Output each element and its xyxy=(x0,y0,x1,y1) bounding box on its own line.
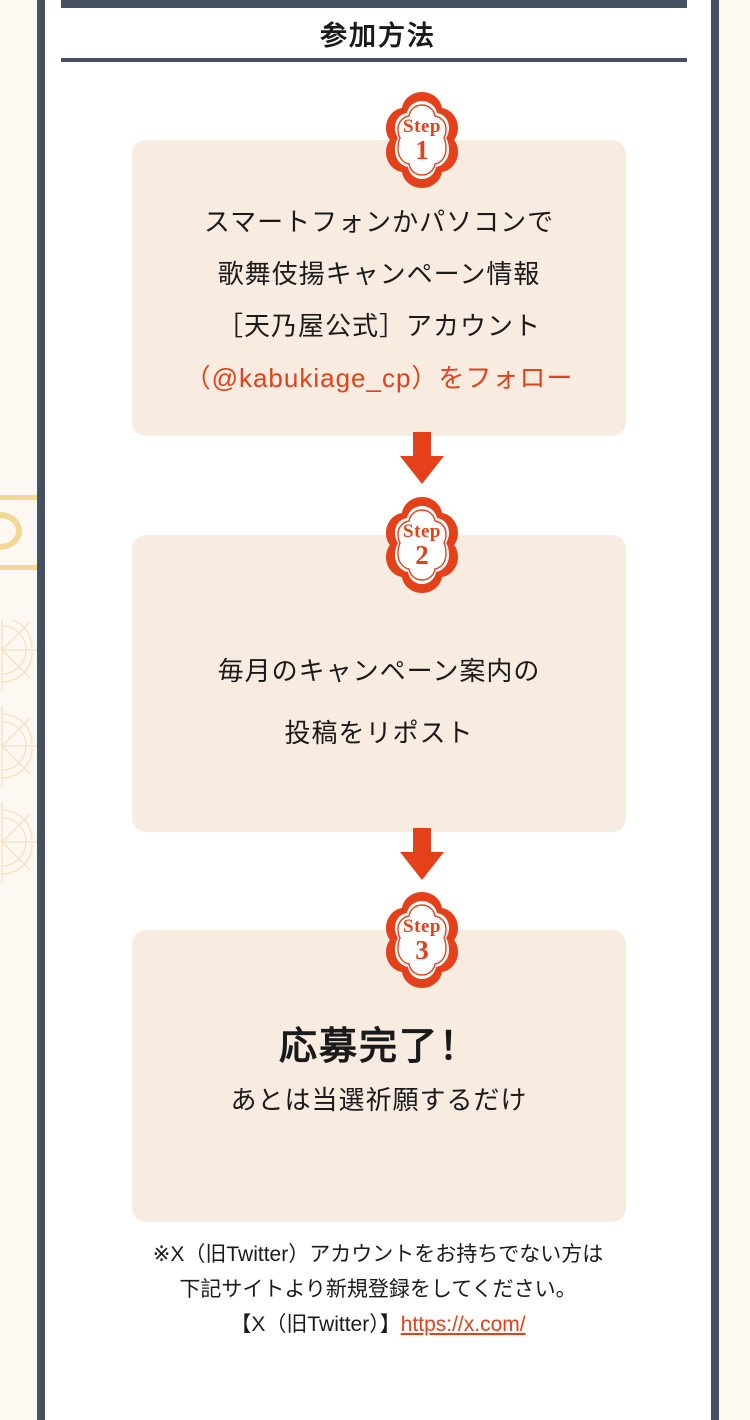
left-decoration-band xyxy=(0,0,37,1420)
step-card-1: スマートフォンかパソコンで 歌舞伎揚キャンペーン情報 ［天乃屋公式］アカウント … xyxy=(132,140,626,436)
seal-badge-icon xyxy=(386,497,458,593)
step-2-line-1: 毎月のキャンペーン案内の xyxy=(217,656,541,686)
step-1-seal: Step 1 xyxy=(370,88,474,192)
content-sheet: 参加方法 スマートフォンかパソコンで 歌舞伎揚キャンペーン情報 ［天乃屋公式］ア… xyxy=(45,0,711,1420)
step-2-body: 毎月のキャンペーン案内の 投稿をリポスト xyxy=(132,640,626,764)
footnote-line-3: 【X（旧Twitter）】https://x.com/ xyxy=(45,1307,711,1342)
footnote: ※X（旧Twitter）アカウントをお持ちでない方は 下記サイトより新規登録をし… xyxy=(45,1237,711,1342)
step-1-line-2: 歌舞伎揚キャンペーン情報 xyxy=(217,259,541,289)
step-1-line-1: スマートフォンかパソコンで xyxy=(203,207,555,237)
seal-badge-icon xyxy=(386,892,458,988)
title-divider xyxy=(61,58,687,62)
gold-rule-top xyxy=(0,495,37,500)
footnote-line-3-prefix: 【X（旧Twitter）】 xyxy=(230,1313,401,1336)
step-2-line-2: 投稿をリポスト xyxy=(284,718,474,748)
step-3-headline: 応募完了！ xyxy=(278,1026,479,1068)
step-1-line-3: ［天乃屋公式］アカウント xyxy=(216,311,541,341)
floral-pattern-icon xyxy=(1,620,37,882)
x-signup-link[interactable]: https://x.com/ xyxy=(400,1313,526,1336)
gold-rule-bottom xyxy=(0,565,37,570)
frame-border-top xyxy=(61,0,687,8)
seal-badge-icon xyxy=(386,92,458,188)
step-2-seal: Step 2 xyxy=(370,493,474,597)
step-3-subline: あとは当選祈願するだけ xyxy=(230,1085,528,1115)
page-title: 参加方法 xyxy=(320,21,436,51)
step-card-3: 応募完了！ あとは当選祈願するだけ xyxy=(132,930,626,1222)
step-1-body: スマートフォンかパソコンで 歌舞伎揚キャンペーン情報 ［天乃屋公式］アカウント … xyxy=(132,196,626,404)
frame-border-left xyxy=(37,0,45,1420)
gold-oval-motif xyxy=(0,512,22,550)
step-1-line-4-handle: （@kabukiage_cp）をフォロー xyxy=(184,363,574,393)
arrow-down-icon-1 xyxy=(398,432,446,484)
footnote-line-2: 下記サイトより新規登録をしてください。 xyxy=(179,1278,577,1301)
footnote-line-1: ※X（旧Twitter）アカウントをお持ちでない方は xyxy=(152,1243,604,1266)
frame-border-right xyxy=(711,0,719,1420)
step-card-2: 毎月のキャンペーン案内の 投稿をリポスト xyxy=(132,535,626,832)
arrow-down-icon-2 xyxy=(398,828,446,880)
step-3-seal: Step 3 xyxy=(370,888,474,992)
